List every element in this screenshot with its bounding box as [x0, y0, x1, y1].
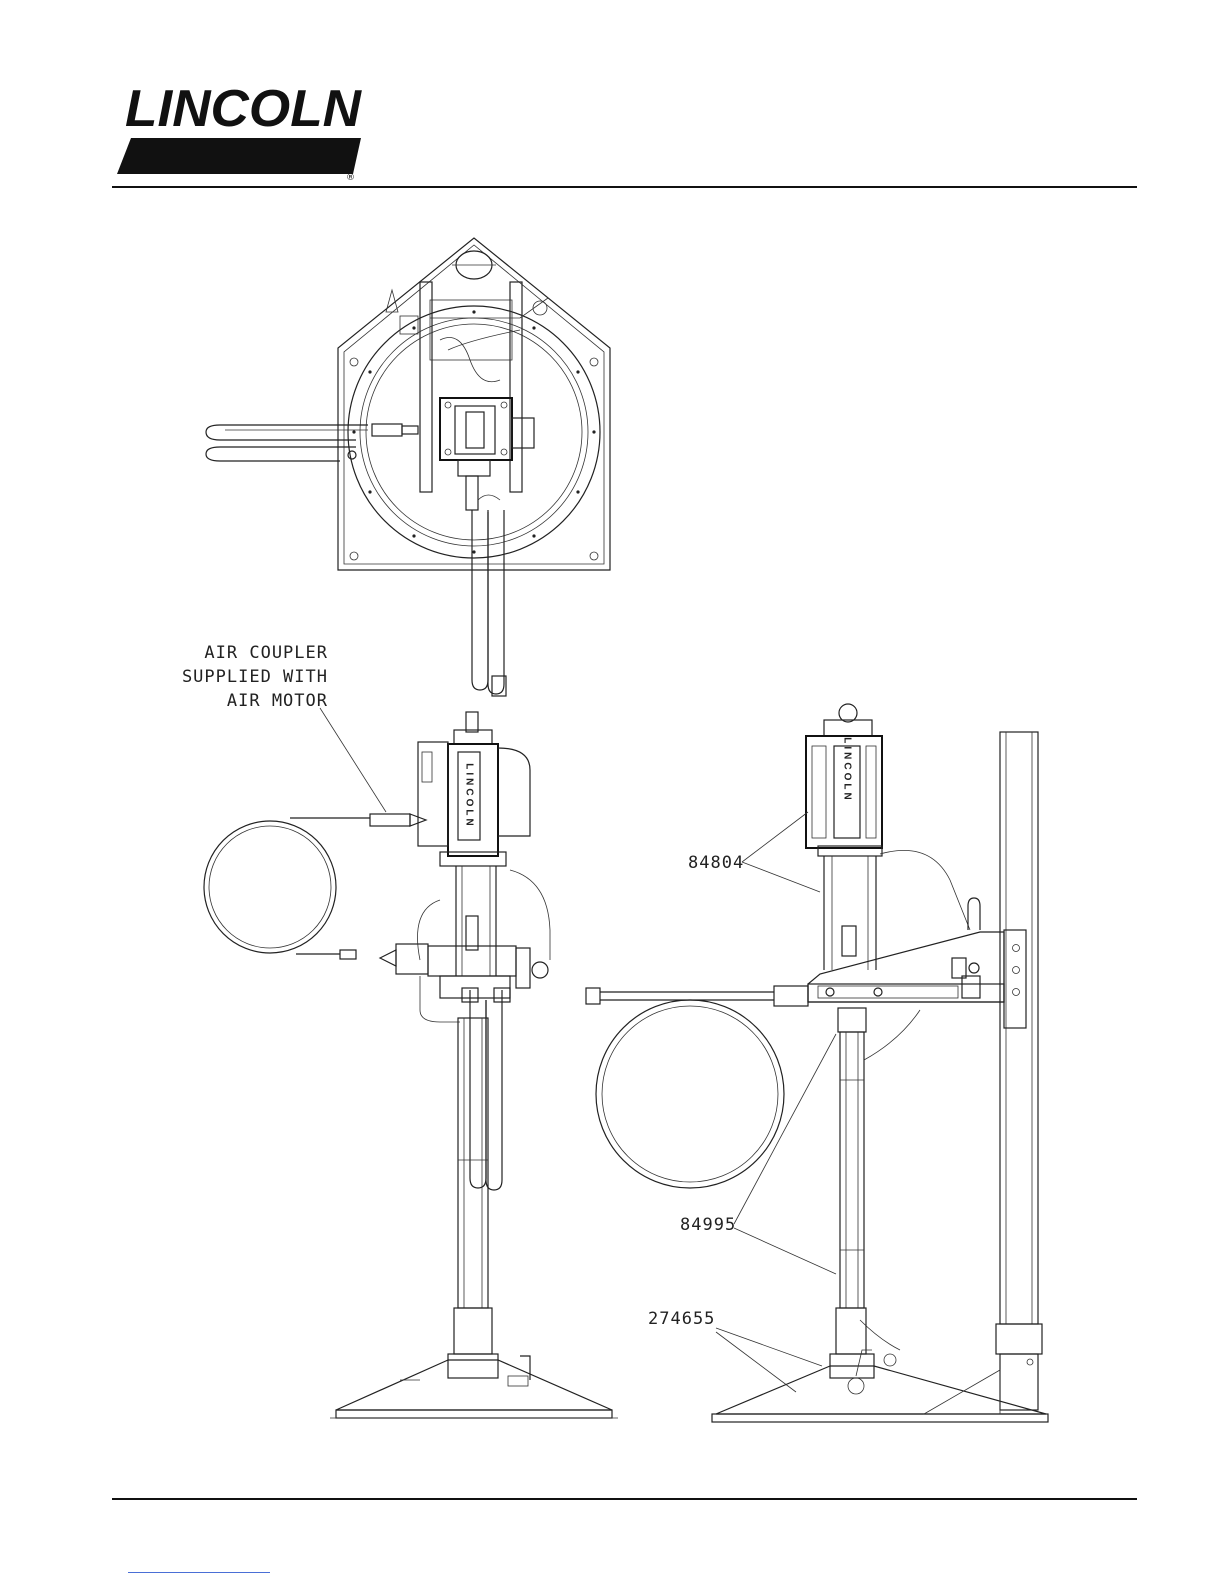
callout-274655: 274655 — [648, 1309, 715, 1329]
callout-air-coupler-line-3: AIR MOTOR — [227, 691, 328, 711]
callout-air-coupler-line-2: SUPPLIED WITH — [182, 667, 328, 687]
front-view: LINCOLN — [204, 712, 618, 1418]
air-coupler-callout: AIR COUPLER SUPPLIED WITH AIR MOTOR — [182, 643, 386, 812]
pump-brand-label: LINCOLN — [464, 763, 475, 828]
ring-bolt-holes — [352, 310, 595, 553]
top-view — [206, 238, 610, 696]
part-callout-84804: 84804 — [688, 812, 820, 892]
side-pump-brand-label: LINCOLN — [842, 737, 853, 802]
callout-84995: 84995 — [680, 1215, 736, 1235]
part-callout-84995: 84995 — [680, 1034, 836, 1274]
callout-84804: 84804 — [688, 853, 744, 873]
part-callout-274655: 274655 — [648, 1309, 822, 1392]
callout-air-coupler-line-1: AIR COUPLER — [204, 643, 328, 663]
